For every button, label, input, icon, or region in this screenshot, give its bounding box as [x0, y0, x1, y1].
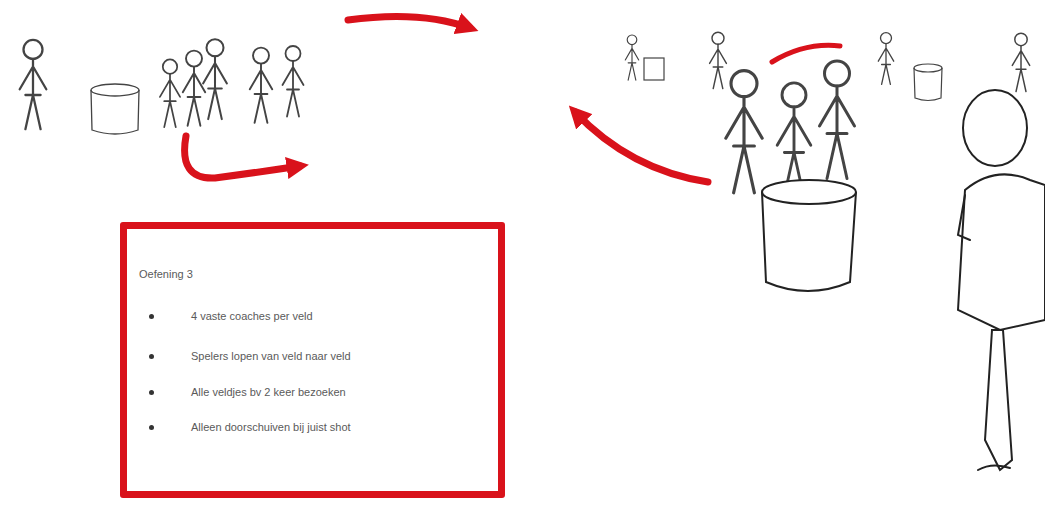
- red-arrow: [348, 16, 470, 28]
- red-arrow: [185, 136, 300, 178]
- barrel-top: [91, 84, 139, 96]
- player-figure: [183, 51, 205, 126]
- barrel-side: [91, 90, 139, 134]
- barrel-top: [914, 64, 942, 72]
- bullet-dot: [149, 425, 154, 430]
- player-figure: [777, 83, 811, 196]
- walking-figure: [20, 40, 47, 129]
- right-field: [625, 32, 1045, 470]
- player-figure: [710, 32, 727, 88]
- left-field: [20, 39, 304, 134]
- player-figure: [878, 33, 893, 85]
- bullet-text: 4 vaste coaches per veld: [191, 309, 313, 323]
- bullet-text: Spelers lopen van veld naar veld: [191, 349, 351, 363]
- barrel-top: [762, 180, 856, 204]
- bullet-dot: [149, 314, 154, 319]
- bullet-dot: [149, 390, 154, 395]
- movement-arrows: [185, 16, 840, 182]
- player-figure: [160, 59, 180, 127]
- small-barrel: [644, 58, 664, 80]
- player-figure: [283, 46, 304, 117]
- coach-foot: [978, 465, 1010, 470]
- bullet-text: Alle veldjes bv 2 keer bezoeken: [191, 385, 346, 399]
- box-heading: Oefening 3: [139, 267, 193, 281]
- player-figure: [1012, 33, 1029, 91]
- coach-arm: [958, 195, 970, 240]
- red-arrow: [772, 45, 840, 62]
- player-figure: [250, 48, 272, 123]
- coach-body: [958, 174, 1045, 330]
- barrel: [91, 84, 139, 134]
- red-arrow: [575, 112, 708, 182]
- player-figure: [726, 71, 762, 193]
- exercise-box: Oefening 3 4 vaste coaches per veldSpeler…: [120, 222, 505, 498]
- bullet-dot: [149, 354, 154, 359]
- barrel-side: [914, 68, 942, 101]
- player-figure: [203, 39, 227, 119]
- coach-head: [963, 90, 1027, 166]
- player-figure: [625, 35, 638, 80]
- small-barrel: [914, 64, 942, 101]
- coach-figure: [958, 90, 1045, 470]
- bullet-text: Alleen doorschuiven bij juist shot: [191, 420, 351, 434]
- barrel-side: [762, 192, 856, 291]
- player-figure: [820, 61, 855, 179]
- barrel: [762, 180, 856, 291]
- coach-legs: [985, 330, 1012, 470]
